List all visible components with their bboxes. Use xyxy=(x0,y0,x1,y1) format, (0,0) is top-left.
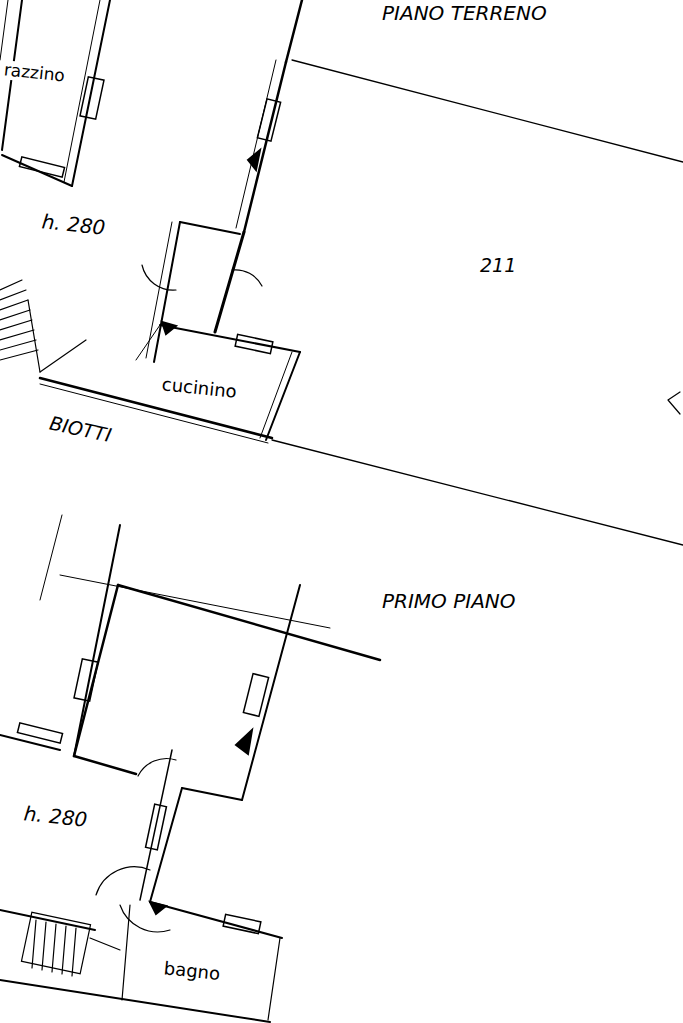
height-dimension: h. 280 xyxy=(21,802,91,831)
floor-title: PRIMO PIANO xyxy=(380,590,518,612)
height-dimension: h. 280 xyxy=(39,210,109,239)
room-number: 211 xyxy=(478,255,518,276)
floor-title: PIANO TERRENO xyxy=(380,2,549,24)
room-name: bagno xyxy=(161,958,223,984)
room-name: cucinino xyxy=(159,374,240,402)
neighbour-name: BIOTTI xyxy=(46,412,115,446)
